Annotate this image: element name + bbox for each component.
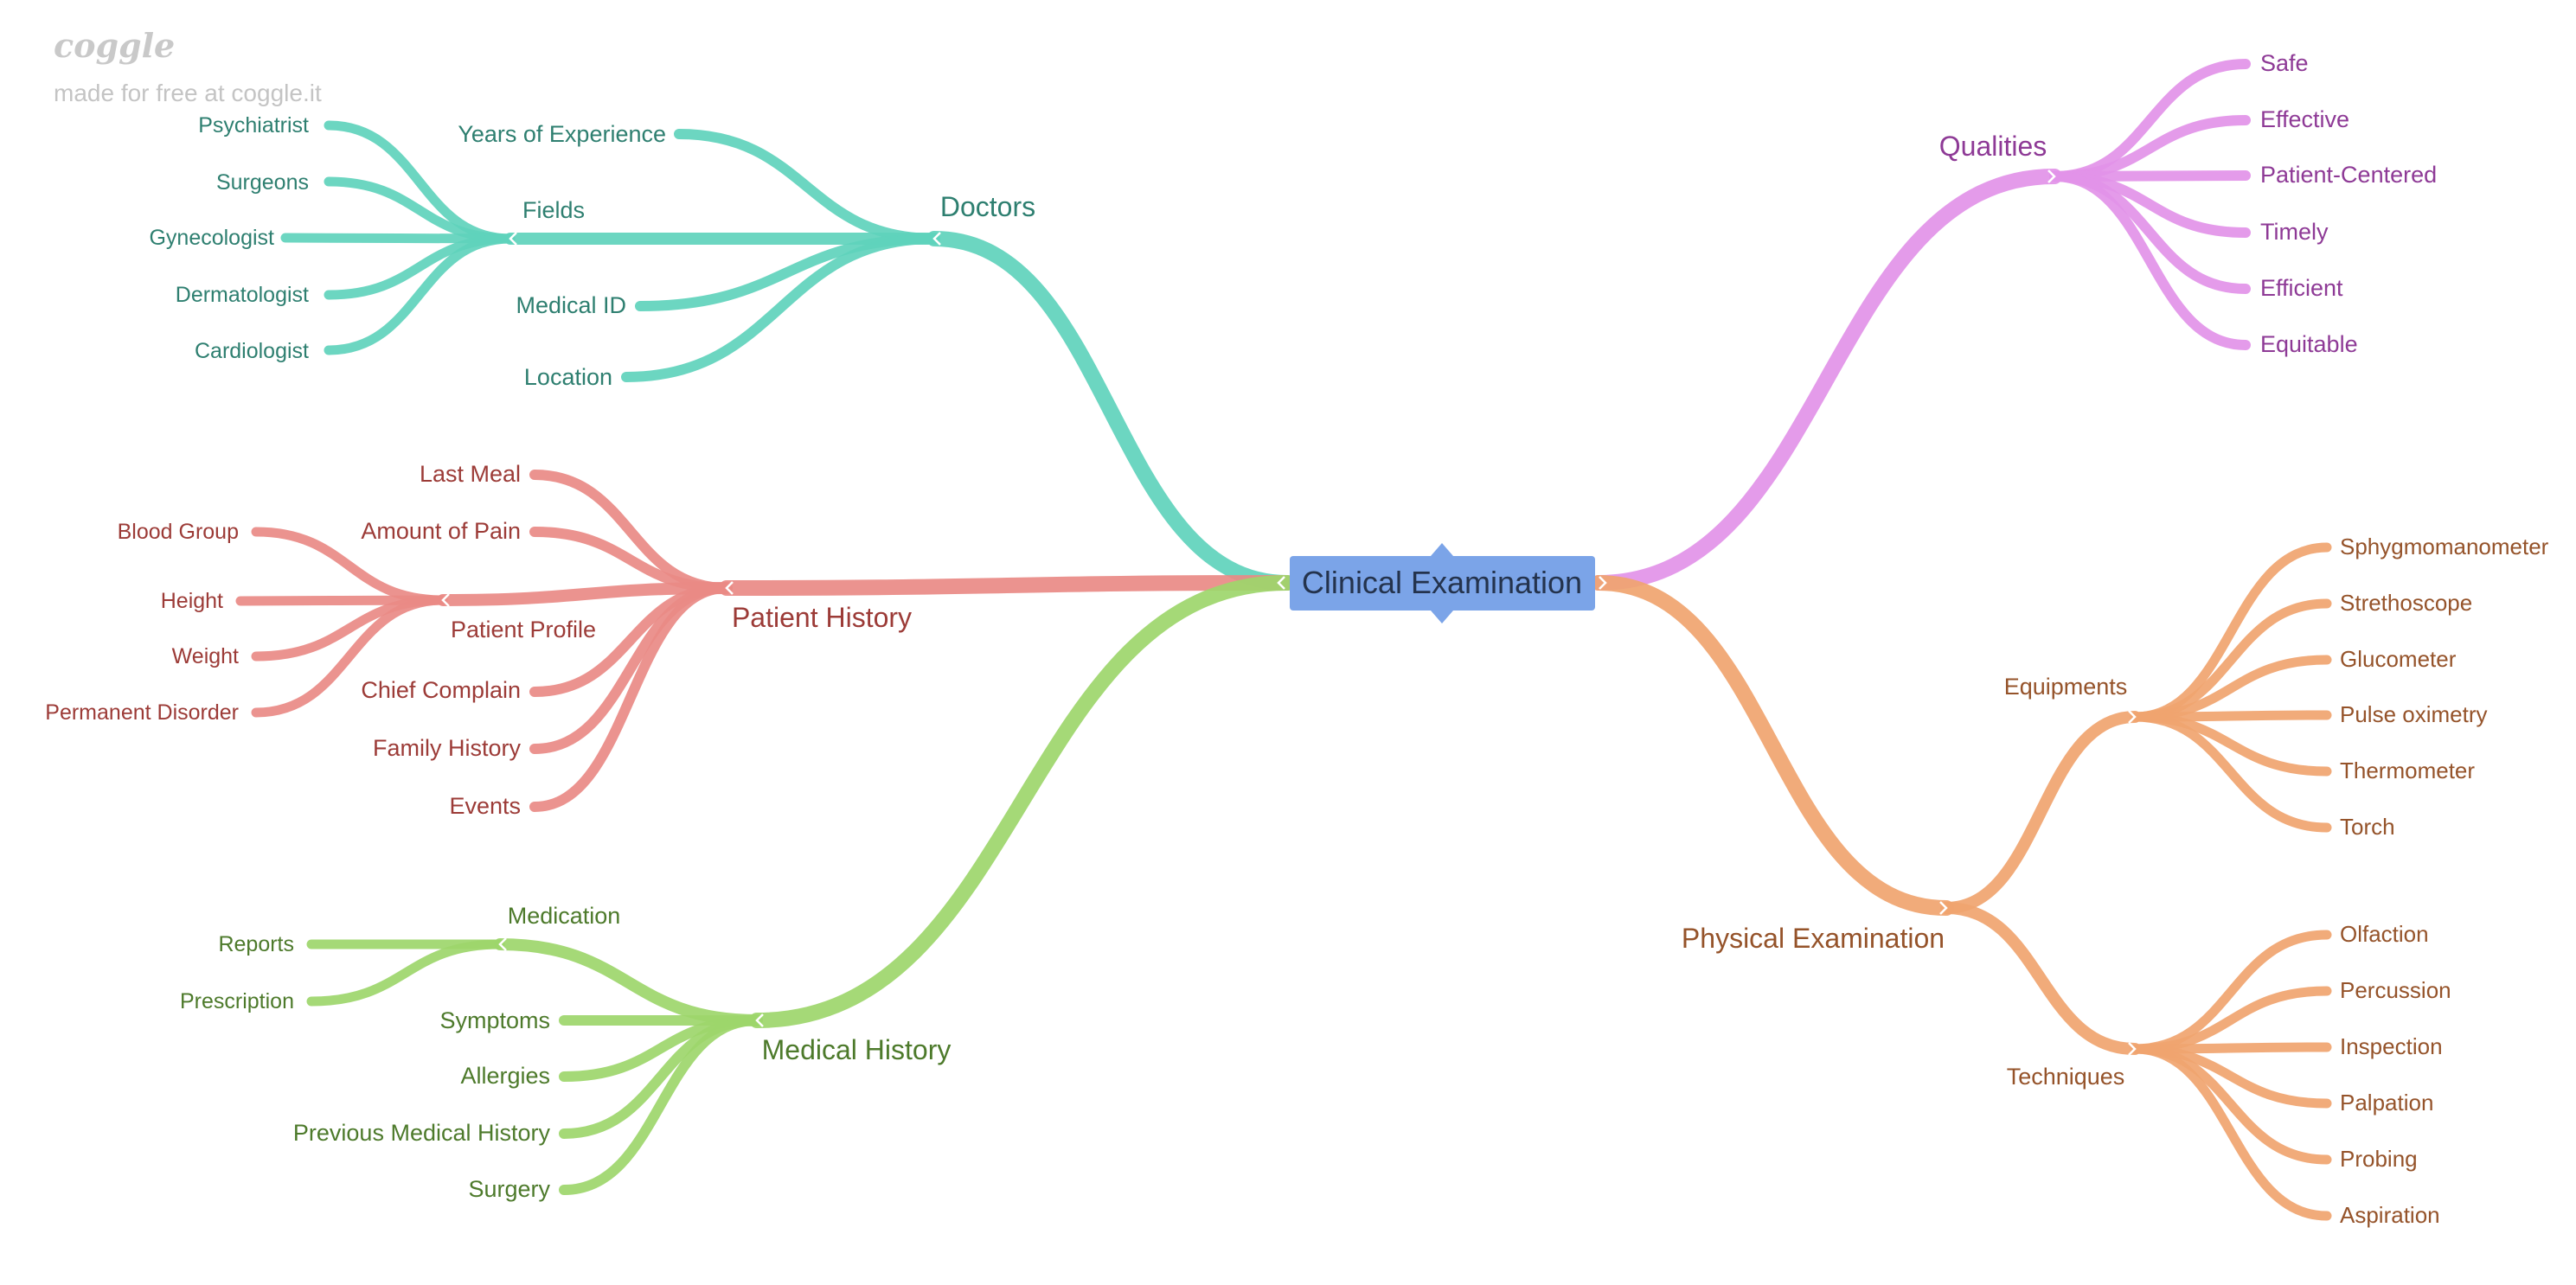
- link-profile-leaf-3: [251, 595, 448, 718]
- link-techniques-leaf-5: [2130, 1044, 2332, 1221]
- node-allergies[interactable]: Allergies: [460, 1063, 550, 1089]
- branch-patient-history: Patient History Last Meal Amount of Pain…: [45, 461, 1295, 819]
- collapse-physical-examination[interactable]: [1939, 901, 1948, 915]
- link-pe-equipments: [1940, 711, 2141, 914]
- node-last-meal[interactable]: Last Meal: [420, 461, 521, 487]
- node-patient-history[interactable]: Patient History: [732, 602, 912, 633]
- root-connectors: [1277, 576, 1607, 590]
- node-doctors[interactable]: Doctors: [940, 191, 1035, 222]
- link-root-doctors: [926, 231, 1295, 591]
- branch-qualities: Qualities Safe Effective Patient-Centere…: [1591, 50, 2437, 591]
- node-permanent-disorder[interactable]: Permanent Disorder: [45, 700, 239, 725]
- node-reports[interactable]: Reports: [218, 932, 294, 956]
- node-thermometer[interactable]: Thermometer: [2340, 758, 2475, 783]
- node-patient-profile[interactable]: Patient Profile: [451, 617, 596, 642]
- node-events[interactable]: Events: [449, 793, 521, 819]
- node-cardiologist[interactable]: Cardiologist: [195, 339, 309, 363]
- node-aspiration[interactable]: Aspiration: [2340, 1202, 2440, 1228]
- node-symptoms[interactable]: Symptoms: [439, 1007, 550, 1033]
- collapse-medication[interactable]: [498, 937, 507, 951]
- node-safe[interactable]: Safe: [2260, 50, 2309, 76]
- node-techniques[interactable]: Techniques: [2007, 1064, 2125, 1090]
- node-qualities[interactable]: Qualities: [1939, 131, 2047, 162]
- link-root-patient-history: [719, 575, 1295, 596]
- link-root-physical-examination: [1591, 575, 1954, 916]
- link-ph-family-history: [529, 583, 732, 754]
- node-medical-id[interactable]: Medical ID: [516, 292, 626, 318]
- node-efficient[interactable]: Efficient: [2260, 275, 2343, 301]
- collapse-patient-profile[interactable]: [441, 593, 450, 607]
- node-equipments[interactable]: Equipments: [2004, 674, 2128, 700]
- collapse-techniques[interactable]: [2128, 1042, 2137, 1056]
- link-ph-profile: [437, 582, 733, 606]
- root-bottom-handle[interactable]: [1431, 611, 1453, 623]
- root-box[interactable]: [1290, 556, 1595, 611]
- node-medication[interactable]: Medication: [508, 903, 621, 929]
- node-probing[interactable]: Probing: [2340, 1146, 2418, 1172]
- node-years-of-experience[interactable]: Years of Experience: [458, 121, 666, 147]
- root-top-handle[interactable]: [1431, 543, 1453, 556]
- link-pe-techniques: [1940, 902, 2141, 1055]
- node-blood-group[interactable]: Blood Group: [118, 520, 239, 544]
- node-surgery[interactable]: Surgery: [468, 1176, 550, 1202]
- link-doctors-years: [674, 129, 939, 244]
- root-node[interactable]: Clinical Examination: [1290, 543, 1595, 623]
- node-prescription[interactable]: Prescription: [180, 989, 294, 1013]
- node-glucometer[interactable]: Glucometer: [2340, 646, 2457, 672]
- link-fields-leaf-4: [324, 233, 516, 355]
- node-pulse-oximetry[interactable]: Pulse oximetry: [2340, 701, 2488, 727]
- node-medical-history[interactable]: Medical History: [762, 1034, 952, 1065]
- node-dermatologist[interactable]: Dermatologist: [176, 283, 309, 307]
- node-chief-complain[interactable]: Chief Complain: [361, 677, 521, 703]
- node-effective[interactable]: Effective: [2260, 106, 2349, 132]
- collapse-patient-history[interactable]: [725, 581, 734, 595]
- collapse-qualities[interactable]: [2047, 169, 2056, 183]
- link-mh-surgery: [559, 1015, 762, 1195]
- collapse-root-left[interactable]: [1277, 576, 1285, 590]
- collapse-doctors[interactable]: [932, 232, 941, 246]
- node-torch[interactable]: Torch: [2340, 814, 2395, 840]
- node-previous-medical-history[interactable]: Previous Medical History: [293, 1120, 551, 1146]
- node-psychiatrist[interactable]: Psychiatrist: [198, 113, 309, 137]
- link-medication-prescription: [306, 939, 505, 1007]
- node-equitable[interactable]: Equitable: [2260, 331, 2358, 357]
- branch-physical-examination: Physical Examination Equipments Sphygmom…: [1591, 534, 2549, 1228]
- node-sphygmomanometer[interactable]: Sphygmomanometer: [2340, 534, 2549, 559]
- node-gynecologist[interactable]: Gynecologist: [149, 226, 274, 250]
- link-qualities-leaf-5: [2049, 171, 2251, 350]
- node-fields[interactable]: Fields: [522, 197, 585, 223]
- link-doctors-location: [621, 233, 939, 382]
- collapse-medical-history[interactable]: [755, 1013, 764, 1027]
- branch-doctors: Doctors Fields Psychiatrist Surgeons Gyn…: [149, 113, 1295, 591]
- collapse-fields[interactable]: [509, 232, 517, 246]
- coggle-watermark: made for free at coggle.it: [54, 80, 322, 106]
- coggle-logo: coggle: [54, 26, 175, 65]
- link-ph-events: [529, 583, 732, 812]
- root-label[interactable]: Clinical Examination: [1302, 565, 1582, 600]
- node-inspection[interactable]: Inspection: [2340, 1033, 2443, 1059]
- node-family-history[interactable]: Family History: [373, 735, 522, 761]
- node-weight[interactable]: Weight: [172, 644, 239, 668]
- node-percussion[interactable]: Percussion: [2340, 977, 2451, 1003]
- node-patient-centered[interactable]: Patient-Centered: [2260, 162, 2437, 188]
- node-palpation[interactable]: Palpation: [2340, 1090, 2433, 1116]
- node-location[interactable]: Location: [524, 364, 612, 390]
- node-surgeons[interactable]: Surgeons: [216, 170, 309, 195]
- link-root-medical-history: [749, 575, 1295, 1028]
- node-timely[interactable]: Timely: [2260, 219, 2329, 245]
- collapse-root-right[interactable]: [1599, 576, 1607, 590]
- node-height[interactable]: Height: [161, 589, 223, 613]
- node-amount-of-pain[interactable]: Amount of Pain: [361, 518, 521, 544]
- node-physical-examination[interactable]: Physical Examination: [1682, 923, 1945, 954]
- collapse-equipments[interactable]: [2128, 710, 2137, 724]
- node-olfaction[interactable]: Olfaction: [2340, 921, 2429, 947]
- node-strethoscope[interactable]: Strethoscope: [2340, 590, 2472, 616]
- branch-medical-history: Medical History Medication Reports Presc…: [180, 575, 1295, 1202]
- link-equipments-leaf-5: [2130, 712, 2332, 833]
- link-root-qualities: [1591, 169, 2062, 591]
